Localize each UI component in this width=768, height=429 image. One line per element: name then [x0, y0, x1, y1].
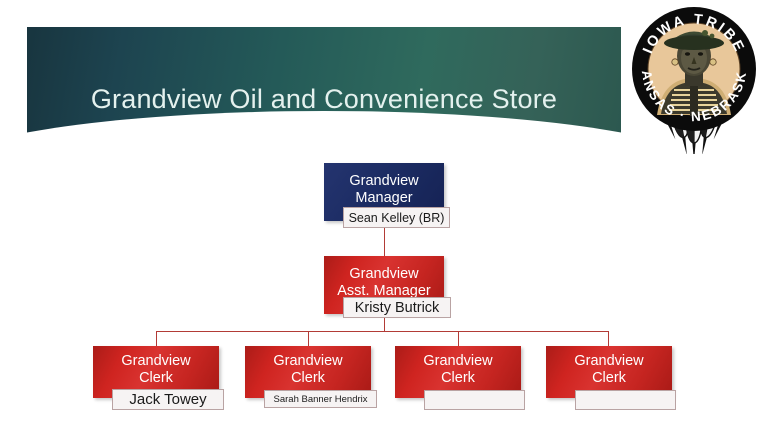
title-banner: Grandview Oil and Convenience Store: [27, 27, 621, 139]
org-node-asst-manager-title: Grandview Asst. Manager: [337, 265, 431, 299]
name-tag-clerk-3[interactable]: [424, 390, 525, 410]
name-tag-clerk-2[interactable]: Sarah Banner Hendrix: [264, 390, 377, 408]
name-tag-clerk-4[interactable]: [575, 390, 676, 410]
org-node-manager-title: Grandview Manager: [349, 172, 419, 206]
org-node-clerk-1-title: Grandview Clerk: [121, 352, 191, 386]
org-node-clerk-3-title: Grandview Clerk: [423, 352, 493, 386]
name-tag-clerk-1[interactable]: Jack Towey: [112, 389, 224, 410]
connector-bus-to-clerk-3: [458, 331, 459, 346]
name-tag-clerk-1-text: Jack Towey: [129, 391, 207, 408]
name-tag-asst-manager-text: Kristy Butrick: [354, 299, 440, 316]
org-node-clerk-2[interactable]: Grandview Clerk: [245, 346, 371, 398]
connector-clerk-bus: [156, 331, 608, 332]
name-tag-manager-text: Sean Kelley (BR): [348, 210, 445, 225]
org-node-clerk-4-title: Grandview Clerk: [574, 352, 644, 386]
name-tag-clerk-2-text: Sarah Banner Hendrix: [273, 393, 368, 405]
org-node-clerk-4[interactable]: Grandview Clerk: [546, 346, 672, 398]
connector-bus-to-clerk-1: [156, 331, 157, 346]
org-node-clerk-3[interactable]: Grandview Clerk: [395, 346, 521, 398]
connector-manager-to-asst: [384, 228, 385, 257]
iowa-tribe-seal-icon: IOWA TRIBE KANSAS · NEBRASKA: [627, 2, 761, 154]
connector-asst-to-bus: [384, 316, 385, 332]
org-node-clerk-2-title: Grandview Clerk: [273, 352, 343, 386]
connector-bus-to-clerk-2: [308, 331, 309, 346]
name-tag-manager[interactable]: Sean Kelley (BR): [343, 207, 450, 228]
page-title: Grandview Oil and Convenience Store: [90, 84, 558, 114]
name-tag-asst-manager[interactable]: Kristy Butrick: [343, 297, 451, 318]
connector-bus-to-clerk-4: [608, 331, 609, 346]
